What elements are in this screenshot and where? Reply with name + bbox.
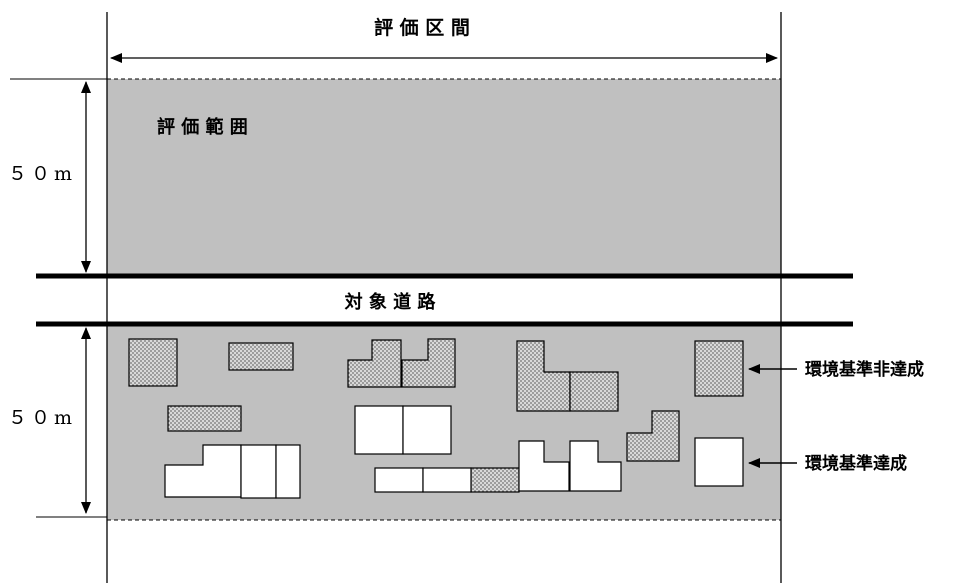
building-not-met <box>167 405 242 432</box>
building-met <box>374 467 424 493</box>
road-label: 対 象 道 路 <box>344 291 437 313</box>
legend-met-label: 環境基準達成 <box>805 453 907 474</box>
building-not-met <box>228 342 294 371</box>
building-met <box>694 437 744 487</box>
buildings-not-met <box>128 338 744 493</box>
section-label: 評 価 区 間 <box>374 16 470 39</box>
building-not-met <box>694 340 744 397</box>
building-not-met <box>626 410 680 462</box>
building-met <box>240 444 277 499</box>
buildings-met <box>164 405 744 499</box>
building-not-met <box>128 338 178 387</box>
building-met <box>422 467 472 493</box>
building-met <box>569 440 622 492</box>
width-top-label: ５０m <box>8 163 76 185</box>
evaluation-area-upper <box>107 79 781 274</box>
building-not-met <box>401 338 456 388</box>
building-not-met <box>470 467 520 493</box>
width-bottom-label: ５０m <box>8 407 76 429</box>
building-met <box>402 405 452 455</box>
legend-not-met-label: 環境基準非達成 <box>805 359 924 380</box>
building-not-met <box>347 339 402 388</box>
building-met <box>518 440 570 492</box>
building-met <box>354 405 404 455</box>
building-not-met <box>569 371 619 412</box>
evaluation-area-label: 評 価 範 囲 <box>157 116 248 138</box>
building-met <box>275 444 301 499</box>
